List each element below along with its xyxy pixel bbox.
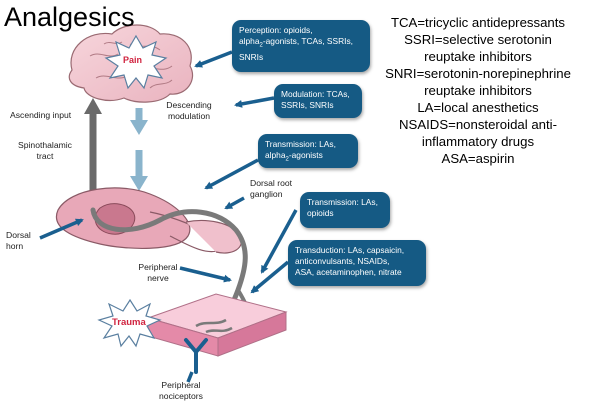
abbreviation-line: ASA=aspirin <box>441 151 515 166</box>
ascending-input-label: Ascending input <box>10 110 72 120</box>
nerve-pathway <box>90 207 248 323</box>
modulation-box: Modulation: TCAs, SSRIs, SNRIs <box>274 84 362 118</box>
abbreviation-line: SNRI=serotonin-norepinephrine <box>385 66 571 81</box>
pointer-arrows <box>39 50 298 383</box>
spinothalamic-tract-label: Spinothalamic tract <box>18 140 72 161</box>
abbreviation-line: LA=local anesthetics <box>417 100 539 115</box>
abbreviation-line: NSAIDS=nonsteroidal anti- <box>399 117 557 132</box>
transduction-box: Transduction: LAs, capsaicin, anticonvul… <box>288 240 426 286</box>
pain-burst <box>104 34 168 90</box>
spinal-cord-illustration <box>55 187 242 254</box>
abbreviation-line: inflammatory drugs <box>421 134 535 149</box>
pain-label: Pain <box>123 55 143 65</box>
transmission-nerve-box: Transmission: LAs, opioids <box>300 192 390 228</box>
page-title: Analgesics <box>4 2 135 32</box>
skin-block <box>146 293 288 357</box>
abbreviation-line: reuptake inhibitors <box>424 83 532 98</box>
nociceptor-symbol <box>184 338 208 374</box>
trauma-label: Trauma <box>112 317 146 328</box>
abbreviation-legend: TCA=tricyclic antidepressants SSRI=selec… <box>356 14 600 167</box>
abbreviation-line: SSRI=selective serotonin <box>404 32 552 47</box>
abbreviation-line: TCA=tricyclic antidepressants <box>390 15 566 30</box>
abbreviation-line: reuptake inhibitors <box>424 49 532 64</box>
transmission-spinal-box: Transmission: LAs, alpha2-agonists <box>258 134 358 168</box>
dorsal-horn-label: Dorsal horn <box>6 230 31 251</box>
descending-modulation-label: Descending modulation <box>166 100 212 121</box>
perception-box: Perception: opioids, alpha2-agonists, TC… <box>232 20 370 72</box>
peripheral-nociceptors-label: Peripheral nociceptors <box>159 380 203 401</box>
trauma-burst <box>97 298 162 348</box>
peripheral-nerve-label: Peripheral nerve <box>138 262 178 283</box>
dorsal-root-ganglion-label: Dorsal root ganglion <box>250 178 293 199</box>
